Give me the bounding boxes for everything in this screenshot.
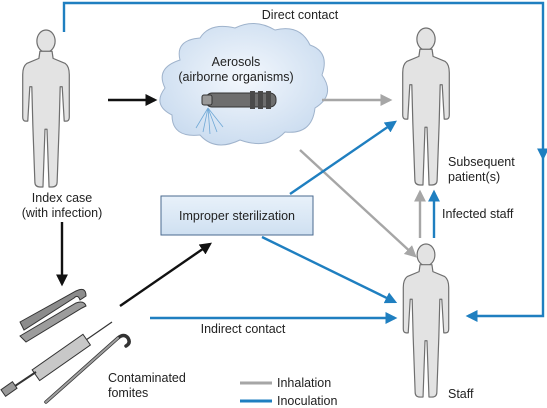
subsequent-patients-label-line1: Subsequent [448,155,515,169]
index-case-label-line2: (with infection) [22,206,103,220]
improper-sterilization-label: Improper sterilization [179,209,295,223]
aerosols-label-line2: (airborne organisms) [178,70,293,84]
legend: Inhalation Inoculation [240,376,338,408]
index-case-figure [22,29,70,188]
fomites-label-line2: fomites [108,386,148,400]
staff-label: Staff [448,387,474,401]
infected-staff-label: Infected staff [442,207,514,221]
arrow-aerosols-to-staff [299,149,417,258]
indirect-contact-label: Indirect contact [201,322,286,336]
subsequent-patient-figure [402,27,450,186]
subsequent-patients-label-line2: patient(s) [448,170,500,184]
arrow-sterilization-to-patients [289,120,397,195]
aerosols-cloud [159,23,329,146]
extraction-forceps-icon [19,288,87,343]
legend-inoculation-label: Inoculation [277,394,338,408]
fomites-label-line1: Contaminated [108,371,186,385]
dental-hook-icon [44,333,131,404]
aerosols-label-line1: Aerosols [212,55,261,69]
direct-contact-route [62,1,547,161]
legend-inhalation-label: Inhalation [277,376,331,390]
staff-figure [402,243,450,398]
improper-sterilization-box [160,195,314,236]
inoculation-return-line [465,158,545,322]
arrow-sterilization-to-staff [261,235,398,304]
syringe-icon [0,321,113,397]
index-case-label-line1: Index case [32,191,93,205]
dental-handpiece-icon [195,91,277,135]
direct-contact-label: Direct contact [262,8,339,22]
arrow-fomites-to-sterilization [119,242,212,307]
